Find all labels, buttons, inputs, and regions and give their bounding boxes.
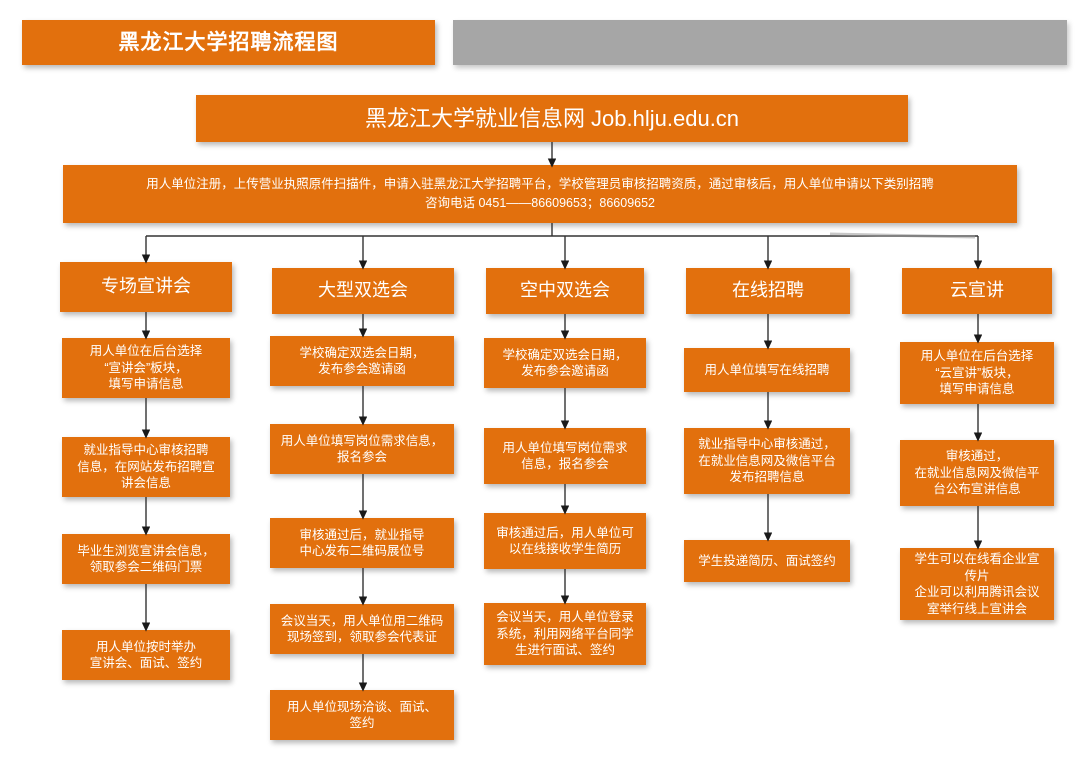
flow-step-box: 会议当天，用人单位登录 系统，利用网络平台同学 生进行面试、签约 xyxy=(484,603,646,665)
flow-step-box: 用人单位在后台选择 “云宣讲”板块， 填写申请信息 xyxy=(900,342,1054,404)
flow-step-box: 毕业生浏览宣讲会信息， 领取参会二维码门票 xyxy=(62,534,230,584)
flow-step-box: 学生可以在线看企业宣 传片 企业可以利用腾讯会议 室举行线上宣讲会 xyxy=(900,548,1054,620)
registration-line-1: 用人单位注册，上传营业执照原件扫描件，申请入驻黑龙江大学招聘平台，学校管理员审核… xyxy=(146,176,934,191)
flow-step-box: 用人单位按时举办 宣讲会、面试、签约 xyxy=(62,630,230,680)
category-header-cloud-talk[interactable]: 云宣讲 xyxy=(902,268,1052,314)
flow-step-box: 审核通过后，用人单位可 以在线接收学生简历 xyxy=(484,513,646,569)
flow-step-box: 用人单位填写在线招聘 xyxy=(684,348,850,392)
flow-step-box: 用人单位现场洽谈、面试、 签约 xyxy=(270,690,454,740)
flow-step-box: 审核通过后，就业指导 中心发布二维码展位号 xyxy=(270,518,454,568)
flow-step-box: 用人单位填写岗位需求 信息，报名参会 xyxy=(484,428,646,484)
flow-step-box: 就业指导中心审核招聘 信息，在网站发布招聘宣 讲会信息 xyxy=(62,437,230,497)
flow-step-box: 学校确定双选会日期， 发布参会邀请函 xyxy=(484,338,646,388)
flow-step-box: 审核通过， 在就业信息网及微信平 台公布宣讲信息 xyxy=(900,440,1054,506)
flow-step-box: 会议当天，用人单位用二维码 现场签到，领取参会代表证 xyxy=(270,604,454,654)
category-header-campus-talk[interactable]: 专场宣讲会 xyxy=(60,262,232,312)
flow-step-box: 用人单位在后台选择 “宣讲会”板块， 填写申请信息 xyxy=(62,338,230,398)
category-header-online-recruitment[interactable]: 在线招聘 xyxy=(686,268,850,314)
flow-step-box: 学校确定双选会日期， 发布参会邀请函 xyxy=(270,336,454,386)
flow-step-box: 就业指导中心审核通过， 在就业信息网及微信平台 发布招聘信息 xyxy=(684,428,850,494)
category-header-large-job-fair[interactable]: 大型双选会 xyxy=(272,268,454,314)
page-title: 黑龙江大学招聘流程图 xyxy=(22,20,435,65)
header-gray-bar xyxy=(453,20,1067,65)
site-banner-box: 黑龙江大学就业信息网 Job.hlju.edu.cn xyxy=(196,95,908,142)
registration-contact-line: 咨询电话 0451——86609653；86609652 xyxy=(424,196,655,210)
registration-instructions-box: 用人单位注册，上传营业执照原件扫描件，申请入驻黑龙江大学招聘平台，学校管理员审核… xyxy=(63,165,1017,223)
category-header-online-job-fair[interactable]: 空中双选会 xyxy=(486,268,644,314)
flow-step-box: 用人单位填写岗位需求信息， 报名参会 xyxy=(270,424,454,474)
flow-step-box: 学生投递简历、面试签约 xyxy=(684,540,850,582)
